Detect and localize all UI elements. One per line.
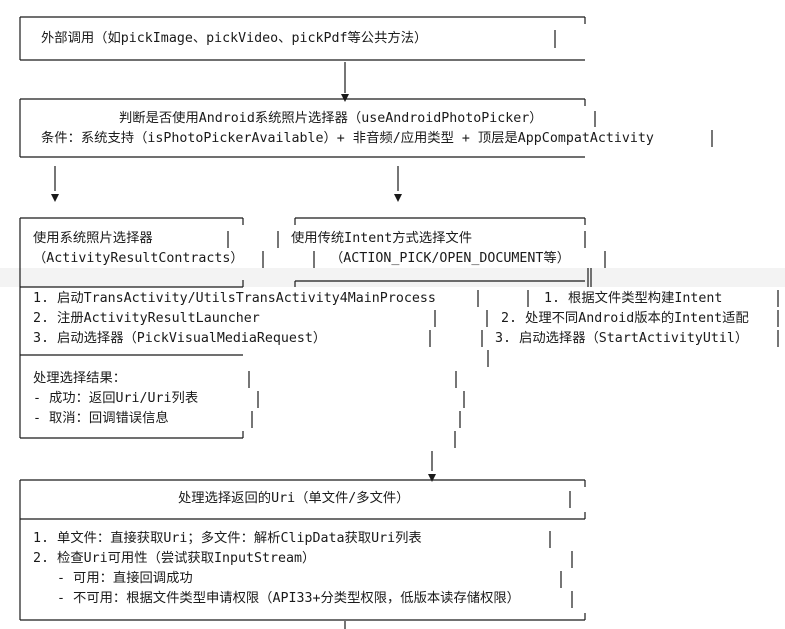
intent-picker-subtitle: （ACTION_PICK/OPEN_DOCUMENT等） (330, 251, 571, 266)
photo-picker-result-cancel: - 取消：回调错误信息 (33, 411, 169, 426)
decision-title: 判断是否使用Android系统照片选择器（useAndroidPhotoPick… (119, 111, 543, 126)
uri-handler-box-border (19, 479, 586, 629)
photo-picker-result-title: 处理选择结果： (33, 371, 127, 386)
intent-picker-step-3: 3. 启动选择器（StartActivityUtil） (495, 331, 749, 346)
uri-handler-line-1: 1. 单文件：直接获取Uri；多文件：解析ClipData获取Uri列表 (33, 531, 422, 546)
intent-picker-step-1: 1. 根据文件类型构建Intent (544, 291, 723, 306)
arrowhead-uri-handler (428, 474, 436, 482)
arrowhead-decision (341, 94, 349, 102)
arrowhead-intent (394, 194, 402, 202)
photo-picker-box-border (19, 217, 479, 439)
intent-picker-title: 使用传统Intent方式选择文件 (291, 231, 473, 246)
uri-handler-line-2: 2. 检查Uri可用性（尝试获取InputStream） (33, 551, 316, 566)
photo-picker-result-success: - 成功：返回Uri/Uri列表 (33, 391, 199, 406)
uri-handler-title: 处理选择返回的Uri（单文件/多文件） (178, 491, 410, 506)
intent-picker-box-border (277, 217, 779, 448)
arrowhead-photo (51, 194, 59, 202)
intent-picker-step-2: 2. 处理不同Android版本的Intent适配 (501, 311, 749, 326)
photo-picker-step-3: 3. 启动选择器（PickVisualMediaRequest） (33, 331, 327, 346)
highlight-band (0, 268, 785, 287)
entry-box-border (19, 16, 586, 61)
decision-box-border (19, 98, 713, 158)
decision-condition: 条件：系统支持（isPhotoPickerAvailable）+ 非音频/应用类… (41, 131, 654, 146)
uri-handler-line-4: - 不可用：根据文件类型申请权限（API33+分类型权限，低版本读存储权限） (33, 591, 520, 606)
photo-picker-step-1: 1. 启动TransActivity/UtilsTransActivity4Ma… (33, 291, 436, 306)
photo-picker-subtitle: （ActivityResultContracts） (33, 251, 244, 266)
photo-picker-title: 使用系统照片选择器 (33, 231, 153, 246)
uri-handler-line-3: - 可用：直接回调成功 (33, 571, 193, 586)
photo-picker-step-2: 2. 注册ActivityResultLauncher (33, 311, 260, 326)
entry-text: 外部调用（如pickImage、pickVideo、pickPdf等公共方法） (41, 31, 428, 46)
